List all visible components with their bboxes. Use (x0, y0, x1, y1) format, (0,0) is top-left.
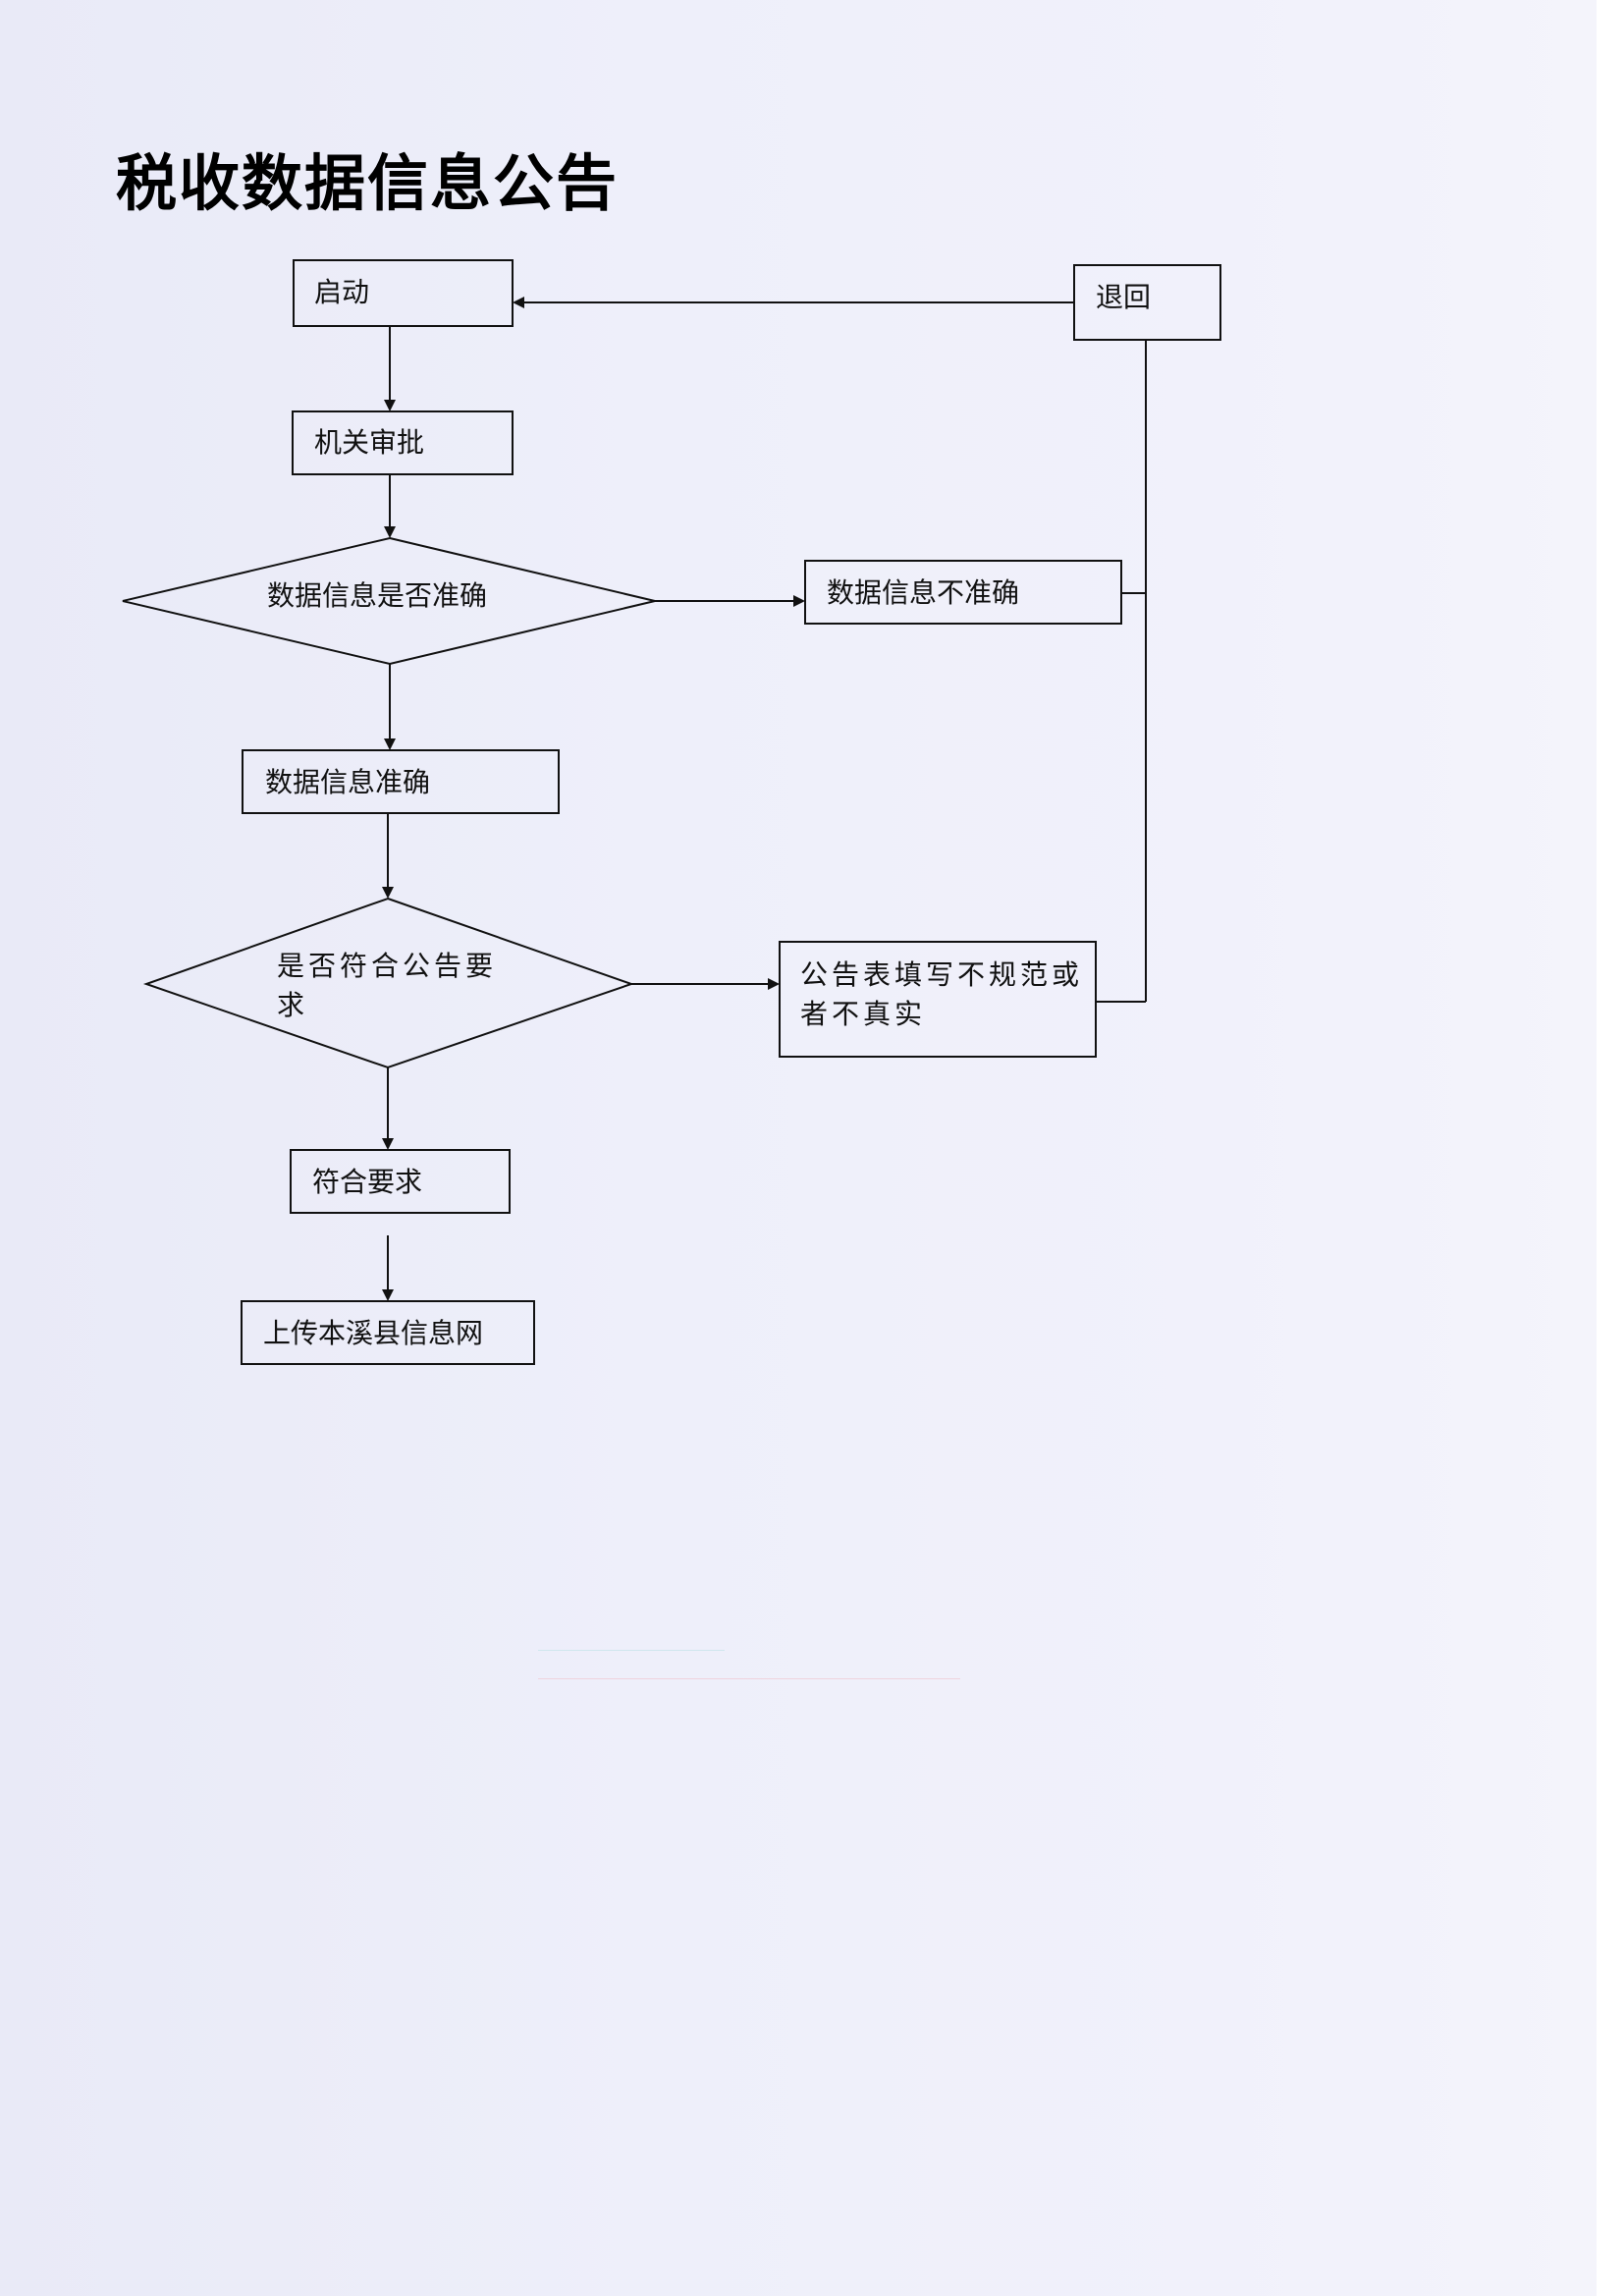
scan-margin (1597, 0, 1624, 2296)
label-return: 退回 (1096, 281, 1152, 313)
label-decision-accurate: 数据信息是否准确 (267, 579, 488, 612)
box-upload (241, 1300, 535, 1365)
label-compliant: 符合要求 (312, 1166, 423, 1198)
box-compliant (290, 1149, 511, 1214)
label-accurate: 数据信息准确 (265, 766, 431, 798)
box-accurate (242, 749, 560, 814)
box-approval (292, 410, 514, 475)
scan-artifact-line (538, 1678, 960, 1679)
box-non-compliant (779, 941, 1097, 1058)
label-upload: 上传本溪县信息网 (263, 1317, 484, 1349)
box-start (293, 259, 514, 327)
page-title: 税收数据信息公告 (116, 147, 620, 219)
label-approval: 机关审批 (314, 426, 425, 459)
scan-artifact-line (538, 1650, 725, 1651)
label-start: 启动 (314, 276, 370, 308)
label-decision-compliant: 是否符合公告要求 (277, 950, 498, 1021)
label-inaccurate: 数据信息不准确 (827, 576, 1020, 609)
label-non-compliant: 公告表填写不规范或者不真实 (800, 958, 1084, 1030)
